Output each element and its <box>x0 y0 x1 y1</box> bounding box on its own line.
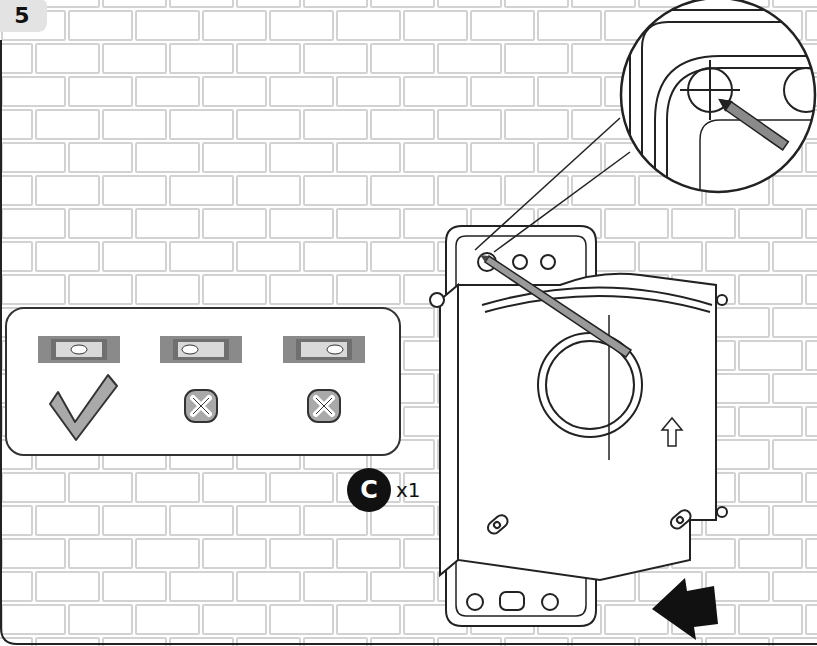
node-text: 5 <box>14 3 29 28</box>
magnifier <box>475 0 817 252</box>
part-badge: C <box>347 468 391 512</box>
step-tab <box>0 0 47 32</box>
step-number: 5 <box>2 0 42 30</box>
node-text: C <box>360 476 378 504</box>
pencil <box>480 255 631 357</box>
quantity-label: x1 <box>396 478 421 502</box>
push-arrow <box>652 578 718 640</box>
level-panel <box>6 308 400 455</box>
